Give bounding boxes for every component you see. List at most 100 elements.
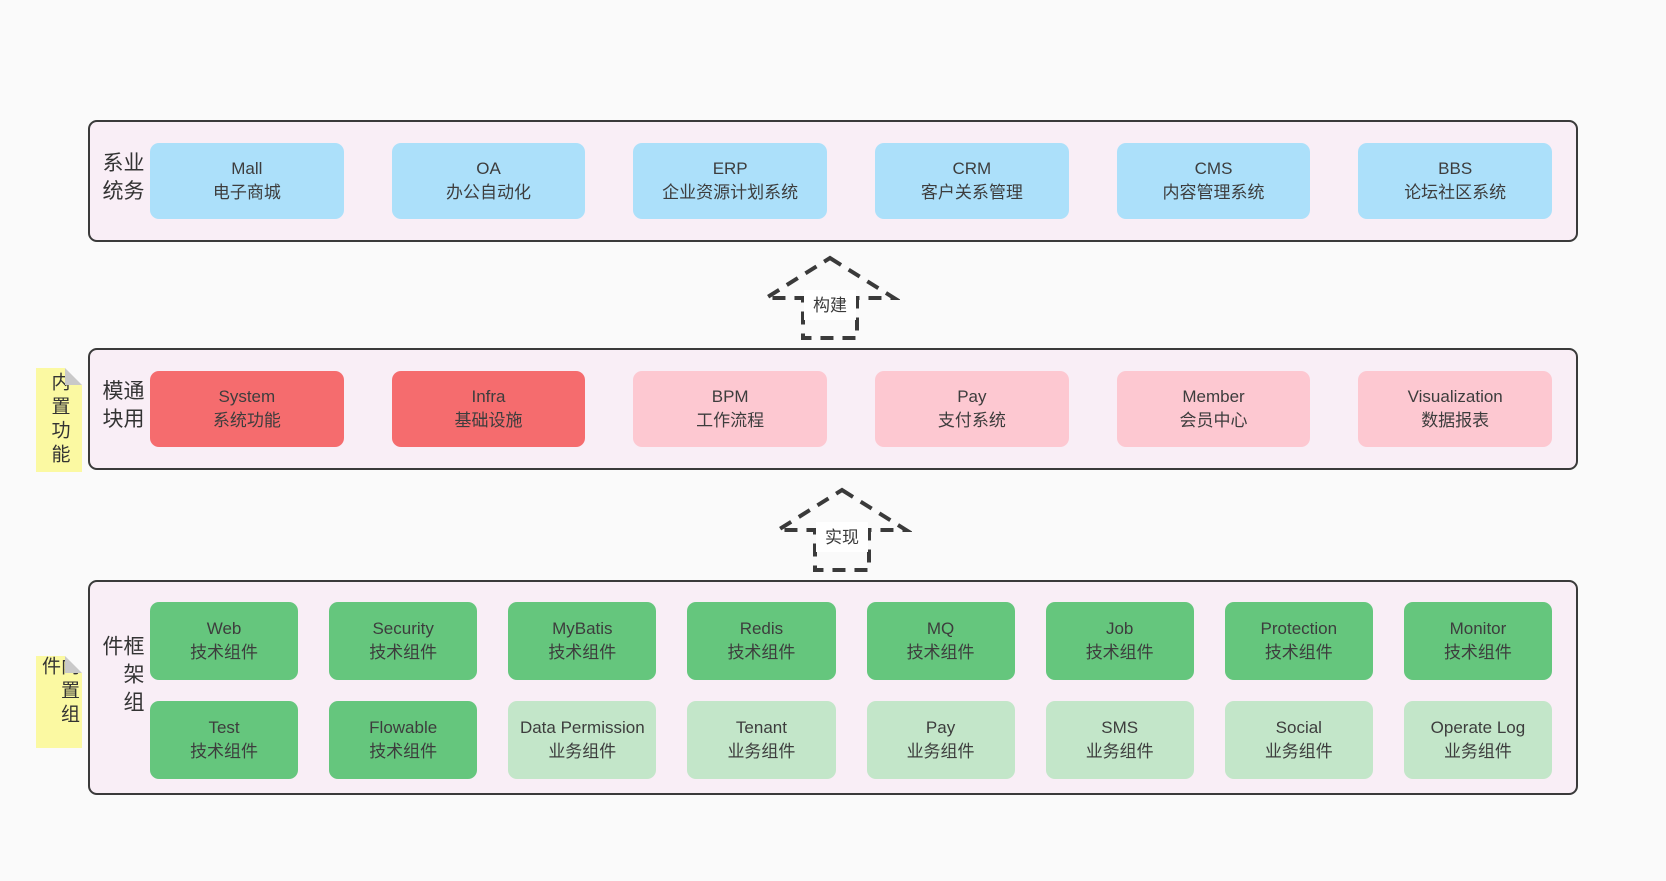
node-data-permission: Data Permission 业务组件 — [508, 701, 657, 779]
node-erp-en: ERP — [712, 158, 748, 178]
node-system: System 系统功能 — [150, 371, 344, 447]
node-system-zh: 系统功能 — [212, 411, 281, 430]
builtin-features-note-label: 内置功能 — [48, 372, 70, 468]
node-security-en: Security — [372, 618, 434, 638]
node-security-zh: 技术组件 — [369, 643, 438, 662]
node-oa-zh: 办公自动化 — [446, 183, 531, 202]
implement-arrow-label: 实现 — [825, 528, 859, 547]
up-arrow-icon: 构建 — [760, 255, 900, 340]
node-mybatis: MyBatis 技术组件 — [508, 602, 657, 680]
framework-components-panel: 框架组件 Web 技术组件 Security 技术组件 MyBatis 技术组件… — [88, 580, 1578, 795]
node-visualization-en: Visualization — [1407, 386, 1503, 406]
framework-components-row-2: Test 技术组件 Flowable 技术组件 Data Permission … — [150, 701, 1552, 779]
builtin-features-note: 内置功能 — [36, 368, 82, 472]
node-infra-en: Infra — [471, 386, 506, 406]
node-redis: Redis 技术组件 — [687, 602, 836, 680]
business-systems-label: 业务系统 — [100, 151, 144, 208]
builtin-components-note: 内置组件 — [36, 656, 82, 748]
node-mybatis-zh: 技术组件 — [548, 643, 617, 662]
node-cms-zh: 内容管理系统 — [1162, 183, 1265, 202]
build-arrow: 构建 — [760, 254, 900, 342]
node-social-en: Social — [1275, 717, 1322, 737]
node-test-zh: 技术组件 — [190, 742, 259, 761]
node-erp: ERP 企业资源计划系统 — [633, 143, 828, 219]
node-crm-zh: 客户关系管理 — [920, 183, 1023, 202]
node-member: Member 会员中心 — [1116, 371, 1311, 447]
node-protection-zh: 技术组件 — [1264, 643, 1333, 662]
node-crm: CRM 客户关系管理 — [875, 143, 1069, 219]
node-bpm-zh: 工作流程 — [696, 411, 765, 430]
node-test-en: Test — [208, 717, 240, 737]
node-cms-en: CMS — [1194, 158, 1233, 178]
node-cms: CMS 内容管理系统 — [1116, 143, 1311, 219]
node-social: Social 业务组件 — [1224, 701, 1373, 779]
implement-arrow: 实现 — [772, 486, 912, 574]
framework-components-row-1: Web 技术组件 Security 技术组件 MyBatis 技术组件 Redi… — [150, 602, 1552, 680]
node-visualization: Visualization 数据报表 — [1358, 371, 1553, 447]
common-modules-row: System 系统功能 Infra 基础设施 BPM 工作流程 Pay 支付系统… — [150, 371, 1553, 447]
node-social-zh: 业务组件 — [1264, 742, 1333, 761]
node-mybatis-en: MyBatis — [552, 618, 613, 638]
node-pay-module: Pay 支付系统 — [875, 371, 1069, 447]
node-web-zh: 技术组件 — [190, 643, 259, 662]
build-arrow-label: 构建 — [813, 296, 847, 315]
business-systems-panel: 业务系统 Mall 电子商城 OA 办公自动化 ERP 企业资源计划系统 CRM… — [88, 120, 1578, 242]
node-pay-component-zh: 业务组件 — [906, 742, 975, 761]
node-flowable: Flowable 技术组件 — [329, 701, 478, 779]
node-mall-en: Mall — [231, 158, 263, 178]
business-systems-row: Mall 电子商城 OA 办公自动化 ERP 企业资源计划系统 CRM 客户关系… — [150, 143, 1553, 219]
node-infra-zh: 基础设施 — [454, 411, 523, 430]
node-bbs: BBS 论坛社区系统 — [1358, 143, 1553, 219]
node-web: Web 技术组件 — [150, 602, 299, 680]
node-bpm: BPM 工作流程 — [633, 371, 828, 447]
node-bpm-en: BPM — [711, 386, 749, 406]
node-oa-en: OA — [476, 158, 501, 178]
node-visualization-zh: 数据报表 — [1421, 411, 1490, 430]
node-operate-log-en: Operate Log — [1430, 717, 1526, 737]
node-bbs-en: BBS — [1438, 158, 1473, 178]
node-job: Job 技术组件 — [1045, 602, 1194, 680]
node-crm-en: CRM — [952, 158, 992, 178]
node-flowable-zh: 技术组件 — [369, 742, 438, 761]
folded-corner-icon — [65, 368, 82, 385]
node-protection-en: Protection — [1260, 618, 1338, 638]
node-job-en: Job — [1105, 618, 1134, 638]
node-monitor-zh: 技术组件 — [1443, 643, 1512, 662]
node-mall-zh: 电子商城 — [212, 183, 281, 202]
node-redis-zh: 技术组件 — [727, 643, 796, 662]
node-mq: MQ 技术组件 — [866, 602, 1015, 680]
node-bbs-zh: 论坛社区系统 — [1404, 183, 1507, 202]
node-infra: Infra 基础设施 — [391, 371, 586, 447]
node-sms-en: SMS — [1101, 717, 1139, 737]
node-mall: Mall 电子商城 — [150, 143, 344, 219]
node-tenant-zh: 业务组件 — [727, 742, 796, 761]
framework-components-label: 框架组件 — [100, 634, 144, 719]
node-redis-en: Redis — [739, 618, 784, 638]
node-member-zh: 会员中心 — [1179, 411, 1248, 430]
node-web-en: Web — [206, 618, 242, 638]
node-security: Security 技术组件 — [329, 602, 478, 680]
node-erp-zh: 企业资源计划系统 — [662, 183, 799, 202]
node-member-en: Member — [1182, 386, 1245, 406]
node-job-zh: 技术组件 — [1085, 643, 1154, 662]
node-sms: SMS 业务组件 — [1045, 701, 1194, 779]
node-system-en: System — [218, 386, 276, 406]
node-mq-zh: 技术组件 — [906, 643, 975, 662]
node-flowable-en: Flowable — [369, 717, 438, 737]
node-monitor-en: Monitor — [1449, 618, 1507, 638]
node-operate-log: Operate Log 业务组件 — [1403, 701, 1552, 779]
builtin-components-note-label: 内置组件 — [39, 656, 79, 728]
folded-corner-icon — [65, 656, 82, 673]
common-modules-panel: 通用模块 System 系统功能 Infra 基础设施 BPM 工作流程 Pay… — [88, 348, 1578, 470]
node-monitor: Monitor 技术组件 — [1403, 602, 1552, 680]
node-protection: Protection 技术组件 — [1224, 602, 1373, 680]
node-pay-component-en: Pay — [925, 717, 956, 737]
node-test: Test 技术组件 — [150, 701, 299, 779]
node-operate-log-zh: 业务组件 — [1443, 742, 1512, 761]
node-data-permission-en: Data Permission — [519, 717, 645, 737]
node-oa: OA 办公自动化 — [391, 143, 586, 219]
node-pay-module-zh: 支付系统 — [937, 411, 1006, 430]
node-pay-component: Pay 业务组件 — [866, 701, 1015, 779]
node-tenant: Tenant 业务组件 — [687, 701, 836, 779]
node-pay-module-en: Pay — [957, 386, 987, 406]
